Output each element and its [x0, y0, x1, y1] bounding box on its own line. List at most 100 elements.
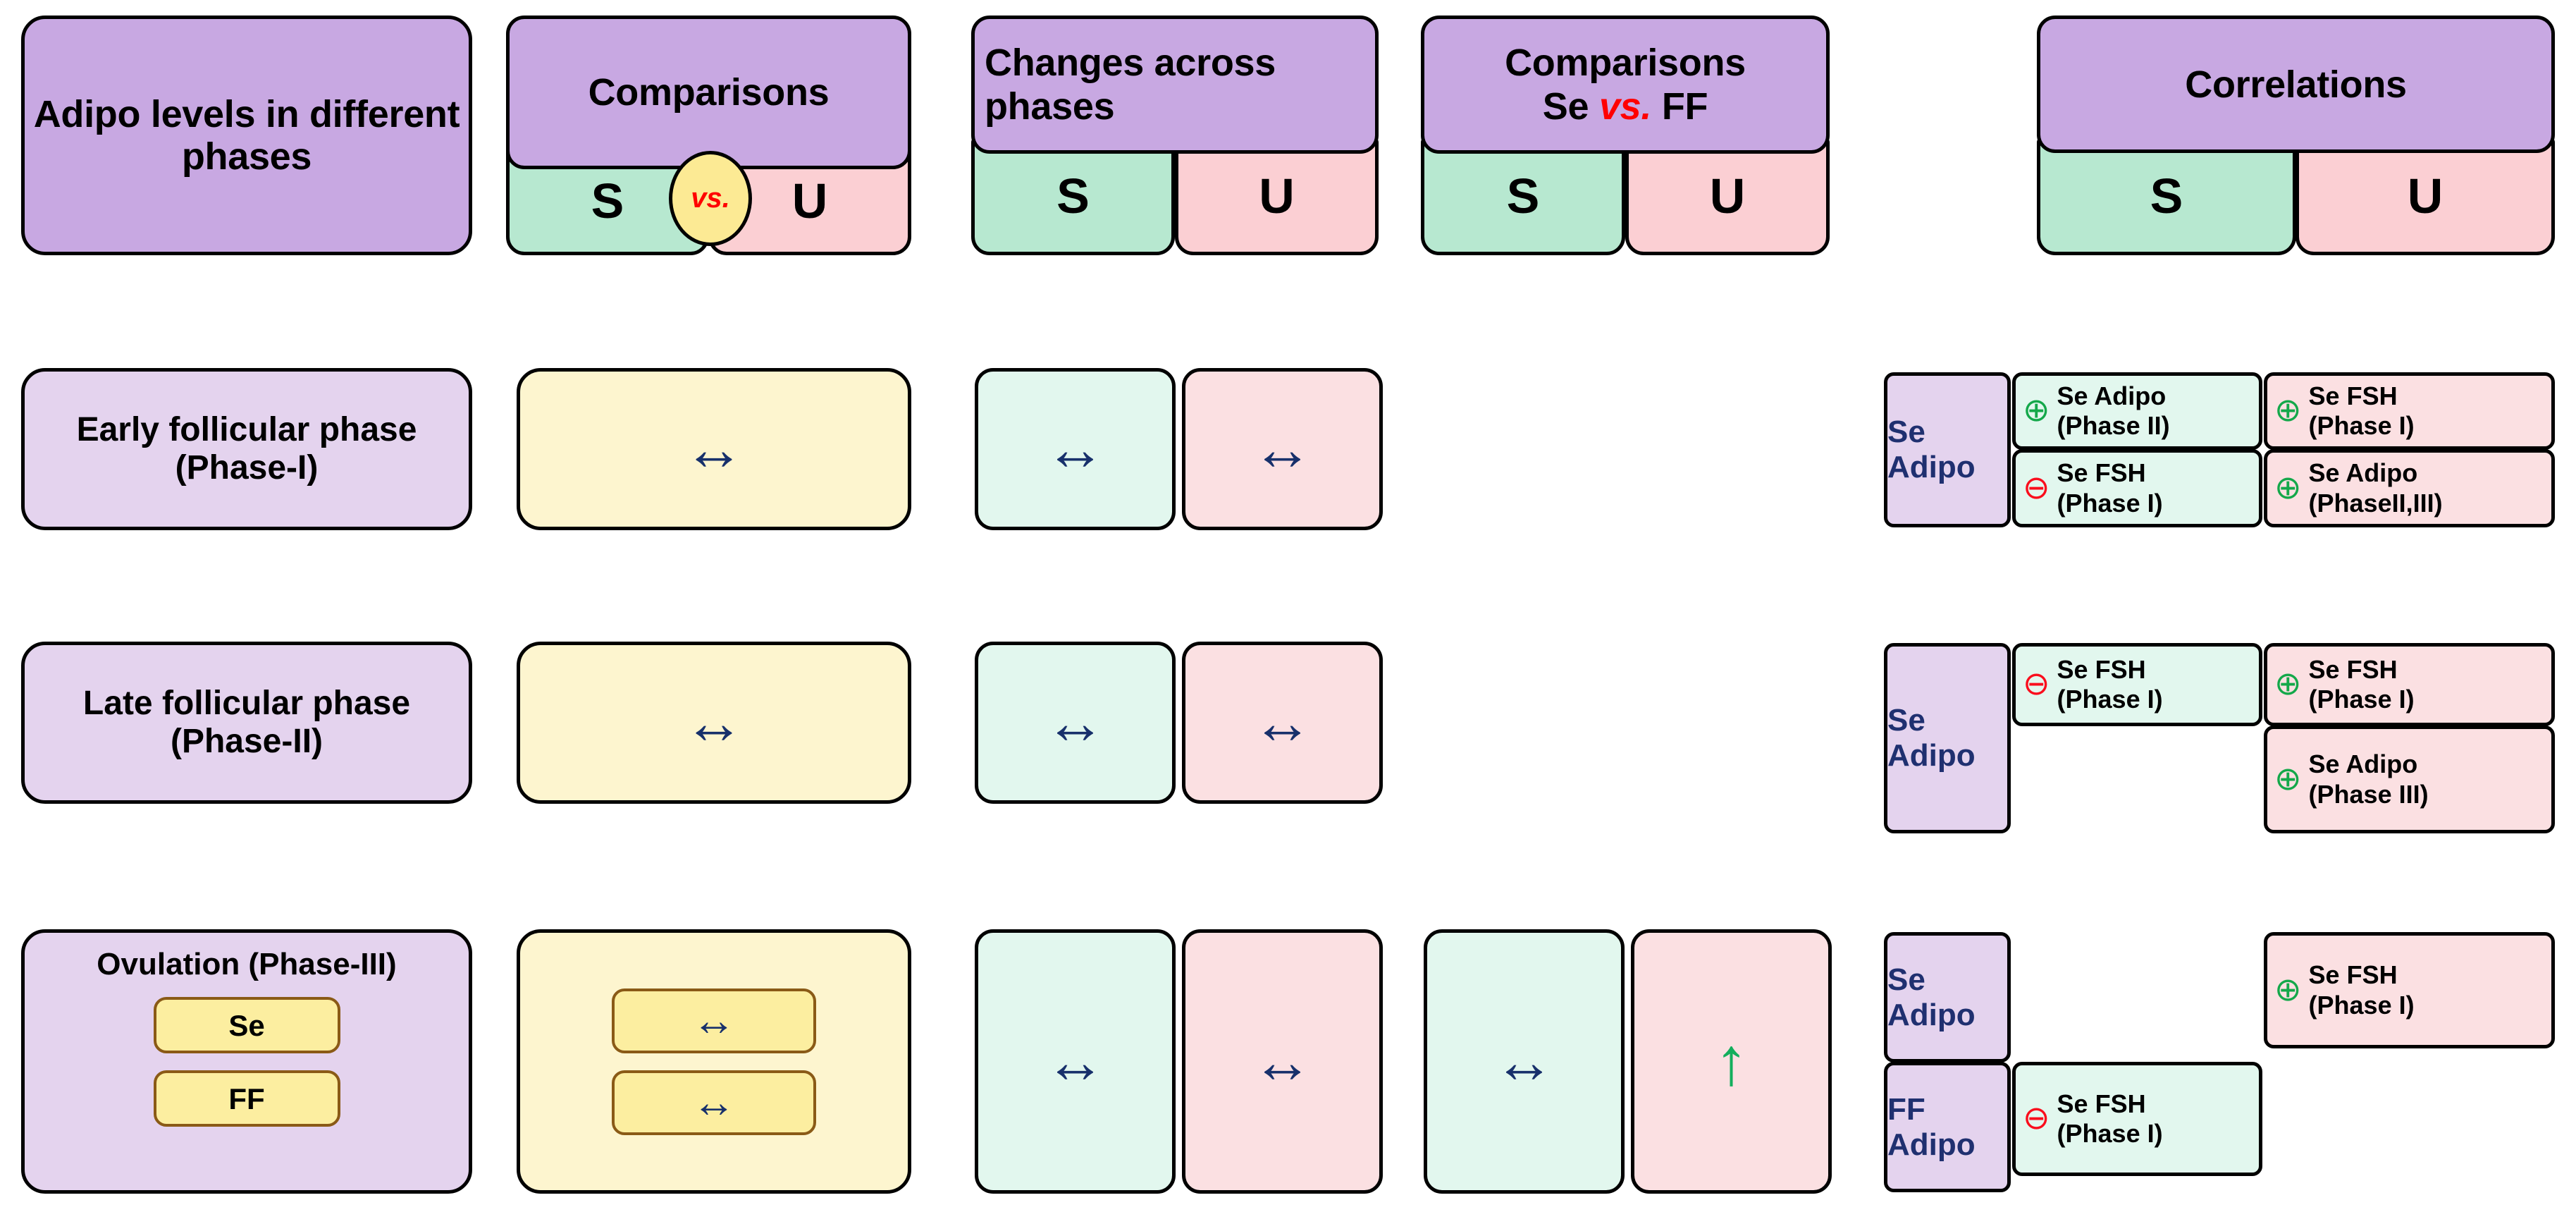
header-sevsff-title-line2: Se vs. FF [1543, 85, 1708, 128]
row-phase2-corr-left-label: Se Adipo [1884, 643, 2011, 833]
row-phase2-corr-u-0-line1: Se FSH [2308, 654, 2398, 684]
header-correlations: Correlations S U [2037, 16, 2555, 255]
row-phase1-corr-s-0-line1: Se Adipo [2057, 381, 2167, 410]
row-phase2-corr-u-1: ⊕ Se Adipo (Phase III) [2264, 726, 2555, 833]
row-phase1-corr-u-0: ⊕ Se FSH (Phase I) [2264, 372, 2555, 450]
header-comparisons-title-box: Comparisons [506, 16, 911, 169]
row-phase3-corr-left-label-ff-text: FF Adipo [1887, 1091, 1976, 1162]
row-phase3-sevsff-u: ↑ [1631, 929, 1832, 1194]
header-changes-u: U [1175, 137, 1379, 255]
row-phase3-sevsff-s: ↔ [1424, 929, 1625, 1194]
row-phase3-comparison: ↔ ↔ [517, 929, 911, 1194]
row-phase3-comparison-chip-0: ↔ [612, 988, 816, 1053]
row-phase1-corr-s-1-line1: Se FSH [2057, 458, 2146, 488]
row-phase3-corr-left-label-ff: FF Adipo [1884, 1062, 2011, 1192]
row-phase1-corr-u-1-line1: Se Adipo [2308, 458, 2418, 488]
header-comparisons-u-label: U [791, 173, 828, 228]
row-phase3-corr-u-0-line2: (Phase I) [2308, 990, 2415, 1020]
row-phase3-corr-s-0-line1: Se FSH [2057, 1089, 2146, 1118]
row-phase1-corr-s-0-text: Se Adipo (Phase II) [2057, 381, 2255, 441]
header-comparisons: Comparisons S U vs. [506, 16, 911, 255]
row-phase2-corr-left-label-text: Se Adipo [1887, 703, 1976, 773]
row-phase1-changes-s: ↔ [975, 368, 1176, 530]
header-changes-s: S [971, 137, 1175, 255]
row-phase1-label-text: Early follicular phase (Phase-I) [76, 411, 417, 486]
row-phase1-label: Early follicular phase (Phase-I) [21, 368, 472, 530]
row-phase2-corr-u-1-text: Se Adipo (Phase III) [2309, 749, 2547, 809]
row-phase3-chip-ff-label: FF [228, 1082, 265, 1115]
row-phase1-corr-u-1-text: Se Adipo (PhaseII,III) [2309, 458, 2547, 518]
minus-circle-icon: ⊖ [2023, 468, 2050, 506]
row-phase1-corr-s-1: ⊖ Se FSH (Phase I) [2012, 449, 2262, 527]
row-phase3-sevsff-s-arrow: ↔ [1493, 1027, 1555, 1096]
row-phase3-chip-se-label: Se [228, 1008, 265, 1042]
row-phase3-corr-u-0-line1: Se FSH [2308, 960, 2398, 990]
row-phase1-corr-left-label-text: Se Adipo [1887, 415, 1976, 484]
row-phase2-comparison-arrow: ↔ [684, 689, 744, 757]
row-phase2-label-text: Late follicular phase (Phase-II) [82, 685, 411, 760]
header-sevsff-se: Se [1542, 85, 1599, 128]
header-correlations-s: S [2037, 137, 2296, 255]
header-changes-s-label: S [1056, 169, 1090, 224]
row-phase1-comparison: ↔ [517, 368, 911, 530]
header-sevsff-u: U [1625, 137, 1830, 255]
row-phase2-corr-u-0-line2: (Phase I) [2308, 685, 2415, 714]
header-correlations-u: U [2295, 137, 2555, 255]
row-phase2-corr-s-0-line2: (Phase I) [2057, 685, 2163, 714]
header-adipo-levels-title: Adipo levels in different phases [33, 92, 460, 178]
row-phase3-corr-s-0: ⊖ Se FSH (Phase I) [2012, 1062, 2262, 1176]
header-sevsff-title-line1: Comparisons [1505, 42, 1746, 84]
header-sevsff-vs: vs. [1598, 85, 1652, 128]
row-phase1-changes-u: ↔ [1182, 368, 1383, 530]
row-phase3-corr-left-label-se: Se Adipo [1884, 932, 2011, 1063]
row-phase2-label: Late follicular phase (Phase-II) [21, 642, 472, 804]
row-phase2-corr-u-1-line1: Se Adipo [2308, 749, 2418, 779]
vs-badge-label: vs. [691, 183, 730, 214]
row-phase2-changes-s: ↔ [975, 642, 1176, 804]
plus-circle-icon: ⊕ [2274, 970, 2302, 1008]
row-phase1-corr-u-1-line2: (PhaseII,III) [2308, 488, 2443, 518]
row-phase2-comparison: ↔ [517, 642, 911, 804]
vs-badge: vs. [669, 151, 752, 246]
row-phase3-corr-s-0-line2: (Phase I) [2057, 1119, 2163, 1148]
row-phase1-changes-s-arrow: ↔ [1044, 415, 1106, 483]
header-correlations-s-label: S [2150, 169, 2183, 224]
row-phase1-changes-u-arrow: ↔ [1252, 415, 1313, 483]
minus-circle-icon: ⊖ [2023, 665, 2050, 702]
row-phase1-corr-s-0: ⊕ Se Adipo (Phase II) [2012, 372, 2262, 450]
header-sevsff-s: S [1421, 137, 1625, 255]
row-phase1-corr-s-0-line2: (Phase II) [2057, 411, 2170, 440]
plus-circle-icon: ⊕ [2274, 759, 2302, 797]
row-phase2-corr-u-0-text: Se FSH (Phase I) [2309, 655, 2547, 715]
row-phase3-corr-u-0: ⊕ Se FSH (Phase I) [2264, 932, 2555, 1048]
row-phase2-corr-u-0: ⊕ Se FSH (Phase I) [2264, 643, 2555, 726]
row-phase3-corr-left-label-se-text: Se Adipo [1887, 962, 1976, 1032]
row-phase1-comparison-arrow: ↔ [684, 415, 744, 483]
header-adipo-levels: Adipo levels in different phases [21, 16, 472, 255]
header-sevsff-s-label: S [1506, 169, 1540, 224]
row-phase3-chip-ff: FF [153, 1070, 340, 1127]
header-comparisons-se-vs-ff: Comparisons Se vs. FF S U [1421, 16, 1830, 255]
plus-circle-icon: ⊕ [2274, 391, 2302, 428]
header-changes-title: Changes across phases [985, 42, 1276, 128]
row-phase3-changes-s: ↔ [975, 929, 1176, 1194]
header-sevsff-u-label: U [1709, 169, 1746, 224]
row-phase3-label-text: Ovulation (Phase-III) [97, 947, 397, 981]
row-phase2-corr-u-1-line2: (Phase III) [2308, 779, 2429, 809]
row-phase3-chip-se: Se [153, 997, 340, 1054]
row-phase3-changes-s-arrow: ↔ [1044, 1027, 1106, 1096]
row-phase2-changes-u: ↔ [1182, 642, 1383, 804]
row-phase1-corr-u-0-line1: Se FSH [2308, 381, 2398, 410]
row-phase3-comparison-chip-1-arrow: ↔ [692, 1077, 736, 1127]
header-comparisons-title: Comparisons [588, 71, 830, 114]
plus-circle-icon: ⊕ [2023, 391, 2050, 428]
row-phase3-comparison-chip-0-arrow: ↔ [692, 996, 736, 1045]
row-phase3-changes-u-arrow: ↔ [1252, 1027, 1313, 1096]
minus-circle-icon: ⊖ [2023, 1099, 2050, 1136]
row-phase2-corr-s-0-text: Se FSH (Phase I) [2057, 655, 2255, 715]
row-phase1-corr-u-1: ⊕ Se Adipo (PhaseII,III) [2264, 449, 2555, 527]
header-comparisons-s-label: S [591, 173, 624, 228]
plus-circle-icon: ⊕ [2274, 665, 2302, 702]
header-sevsff-ff: FF [1651, 85, 1708, 128]
row-phase3-corr-s-0-text: Se FSH (Phase I) [2057, 1089, 2255, 1149]
